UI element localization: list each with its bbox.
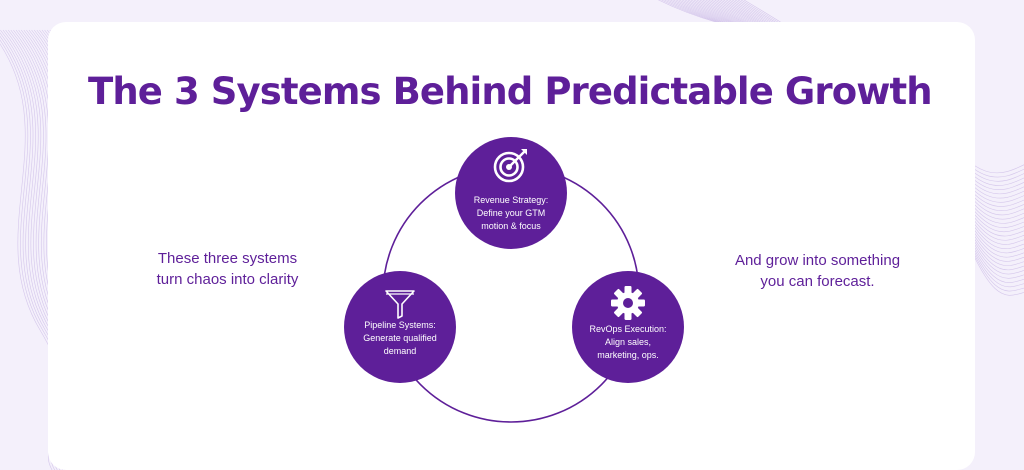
node-label-line: Define your GTM [461, 207, 561, 220]
node-label-line: demand [350, 345, 450, 358]
node-label-line: RevOps Execution: [578, 323, 678, 336]
gear-icon [608, 283, 648, 323]
target-icon [491, 145, 531, 185]
node-label-line: marketing, ops. [578, 349, 678, 362]
node-label-line: Generate qualified [350, 332, 450, 345]
node-label-line: Pipeline Systems: [350, 319, 450, 332]
node-label-line: motion & focus [461, 220, 561, 233]
node-label: RevOps Execution: Align sales, marketing… [578, 323, 678, 362]
node-label-line: Revenue Strategy: [461, 194, 561, 207]
funnel-icon [380, 283, 420, 323]
node-revops-execution: RevOps Execution: Align sales, marketing… [572, 271, 684, 383]
node-label-line: Align sales, [578, 336, 678, 349]
node-label: Pipeline Systems: Generate qualified dem… [350, 319, 450, 358]
node-label: Revenue Strategy: Define your GTM motion… [461, 194, 561, 233]
node-pipeline-systems: Pipeline Systems: Generate qualified dem… [344, 271, 456, 383]
node-revenue-strategy: Revenue Strategy: Define your GTM motion… [455, 137, 567, 249]
